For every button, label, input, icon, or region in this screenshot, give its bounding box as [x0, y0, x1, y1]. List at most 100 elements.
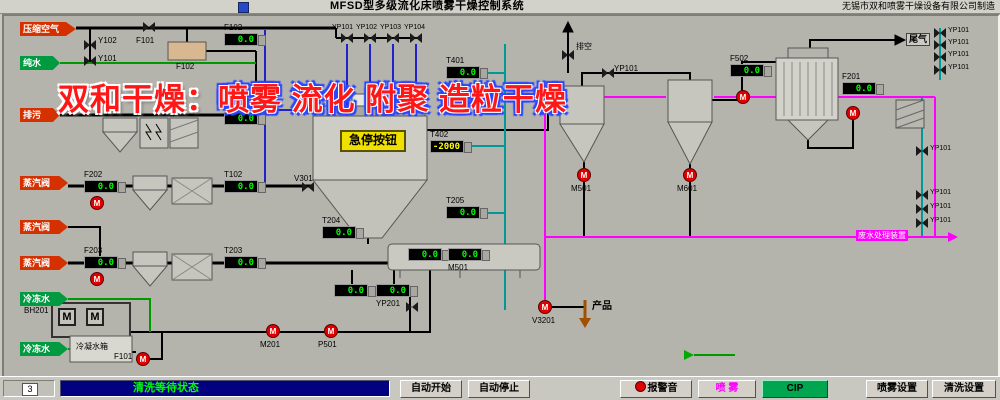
spray-settings-button[interactable]: 喷雾设置	[866, 380, 928, 398]
diagram-label: YP101	[930, 217, 952, 224]
waste-water-label: 废水处理装置	[856, 230, 908, 241]
valve-icon[interactable]	[916, 204, 928, 214]
product-label: 产品	[592, 301, 612, 312]
pump-label: P501	[318, 340, 337, 349]
valve-icon[interactable]	[143, 22, 155, 32]
value-label: F202	[84, 170, 103, 179]
value-label: F502	[730, 54, 749, 63]
status-text: 清洗等待状态	[133, 382, 199, 394]
mute-alarm-label: 报警音	[647, 383, 678, 394]
value-box: 0.0	[730, 64, 772, 77]
flow-source-arrow: 蒸汽阀	[20, 220, 68, 234]
auto-stop-button[interactable]: 自动停止	[468, 380, 530, 398]
diagram-label: YP102	[356, 24, 378, 31]
valve-icon[interactable]	[934, 28, 946, 38]
value-label: YP201	[376, 299, 401, 308]
pump-icon[interactable]: M	[683, 168, 697, 182]
value-box: 0.0	[446, 206, 488, 219]
value-label: T205	[446, 196, 465, 205]
mute-alarm-button[interactable]: 报警音	[620, 380, 692, 398]
valve-icon[interactable]	[387, 33, 399, 43]
valve-icon[interactable]	[84, 40, 96, 50]
valve-icon[interactable]	[364, 33, 376, 43]
diagram-label: YP101	[948, 39, 970, 46]
auto-start-button[interactable]: 自动开始	[400, 380, 462, 398]
pump-icon[interactable]: M	[266, 324, 280, 338]
pump-icon[interactable]: M	[577, 168, 591, 182]
valve-icon[interactable]	[84, 56, 96, 66]
spray-button[interactable]: 喷 雾	[698, 380, 756, 398]
value-label: T201	[224, 102, 243, 111]
pump-icon[interactable]: M	[136, 352, 150, 366]
valve-icon[interactable]	[302, 182, 314, 192]
pump-icon[interactable]: M	[90, 272, 104, 286]
flow-source-arrow: 蒸汽阀	[20, 176, 68, 190]
emergency-stop-button[interactable]: 急停按钮	[340, 130, 406, 152]
vent-label: 排空	[576, 42, 592, 51]
motor-icon: M	[58, 308, 76, 326]
cip-button[interactable]: CIP	[762, 380, 828, 398]
diagram-label: Y101	[98, 54, 117, 63]
valve-icon[interactable]	[341, 33, 353, 43]
value-box: 0.0	[224, 33, 266, 46]
diagram-label: YP101	[332, 24, 354, 31]
pump-label: M601	[677, 184, 698, 193]
valve-icon[interactable]	[934, 65, 946, 75]
valve-icon[interactable]	[406, 302, 418, 312]
heater-box	[167, 41, 207, 61]
value-display: 0.0	[408, 248, 450, 261]
equipment-shapes	[51, 41, 925, 363]
value-label: F201	[842, 72, 861, 81]
cyclone-1	[559, 85, 605, 125]
diagram-label: YP101	[930, 203, 952, 210]
value-box: 0.0	[448, 248, 490, 261]
valve-icon[interactable]	[934, 52, 946, 62]
flow-source-arrow: 蒸汽阀	[20, 256, 68, 270]
valve-icon[interactable]	[916, 146, 928, 156]
value-label: T203	[224, 246, 243, 255]
valve-icon[interactable]	[916, 218, 928, 228]
diagram-label: V301	[294, 174, 313, 183]
tail-gas-label: 尾气	[906, 33, 931, 46]
value-box: 0.0	[408, 248, 450, 261]
manufacturer-label: 无锡市双和喷雾干燥设备有限公司制造	[841, 1, 995, 11]
pump-icon[interactable]: M	[324, 324, 338, 338]
pump-label: V3201	[532, 316, 556, 325]
flow-source-arrow: 压缩空气	[20, 22, 76, 36]
pump-icon[interactable]: M	[90, 196, 104, 210]
valve-icon[interactable]	[562, 50, 574, 60]
value-label: F102	[224, 23, 243, 32]
diagram-label: YP101	[930, 145, 952, 152]
pump-label: M501	[571, 184, 592, 193]
pump-icon[interactable]: M	[846, 106, 860, 120]
pump-icon[interactable]: M	[538, 300, 552, 314]
clean-settings-button[interactable]: 清洗设置	[932, 380, 996, 398]
value-box: -2000	[430, 140, 472, 153]
alarm-icon	[634, 381, 646, 392]
valve-icon[interactable]	[934, 40, 946, 50]
flow-source-arrow: 冷冻水	[20, 292, 68, 306]
diagram-label: BH201	[24, 306, 49, 315]
condensate-tank	[69, 335, 133, 363]
valve-icon[interactable]	[916, 190, 928, 200]
valve-icon[interactable]	[410, 33, 422, 43]
value-label: F203	[84, 246, 103, 255]
title-bar: MFSD型多级流化床喷雾干燥控制系统 无锡市双和喷雾干燥设备有限公司制造	[0, 0, 1000, 14]
page-title: MFSD型多级流化床喷雾干燥控制系统	[330, 0, 525, 12]
valve-icon[interactable]	[602, 68, 614, 78]
flow-source-arrow: 冷冻水	[20, 342, 68, 356]
diagram-label: F101	[114, 352, 133, 361]
pump-icon[interactable]: M	[736, 90, 750, 104]
diagram-label: F101	[136, 36, 155, 45]
page-indicator[interactable]: 3	[3, 380, 55, 397]
value-box: 0.0	[322, 226, 364, 239]
